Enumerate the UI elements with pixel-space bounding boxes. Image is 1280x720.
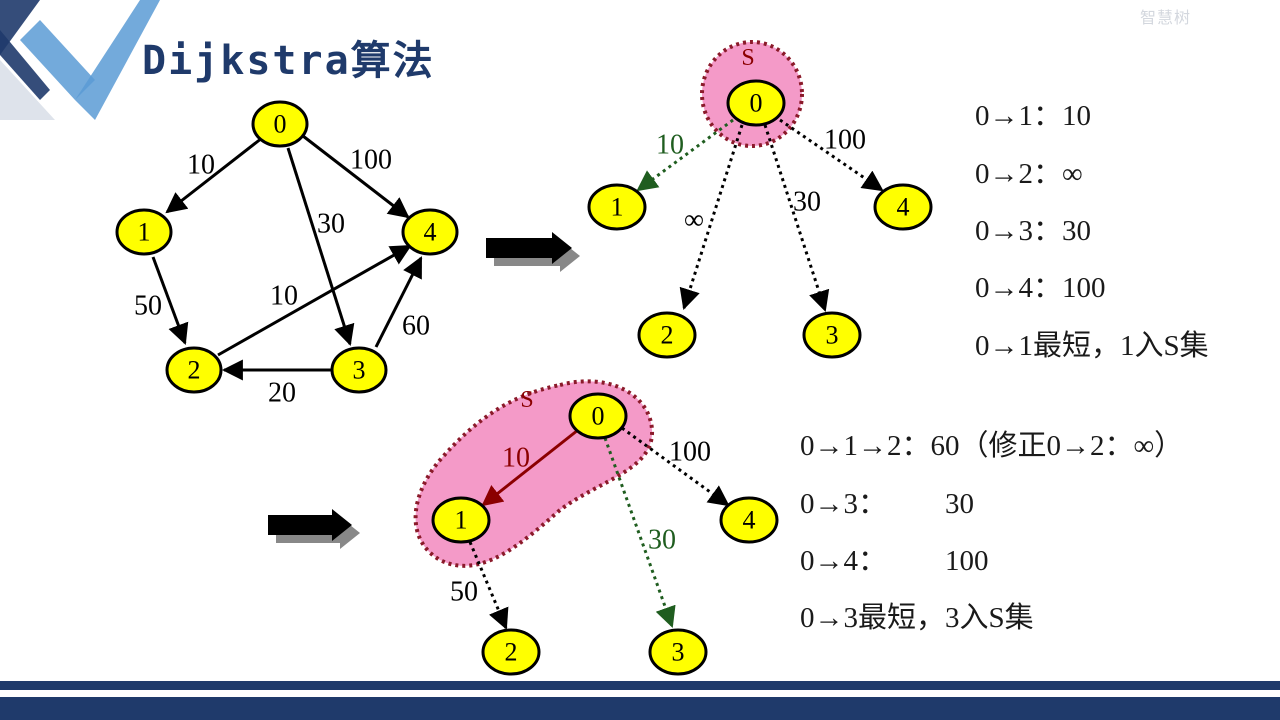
step1-node-2: 2 [637, 311, 697, 359]
step2-node-3: 3 [648, 628, 708, 676]
edge-label-0-1: 10 [187, 150, 215, 181]
svg-text:2: 2 [505, 638, 518, 667]
edge-1-2 [151, 256, 189, 345]
edge-label-2-4: 10 [270, 281, 298, 312]
svg-text:3: 3 [672, 638, 685, 667]
svg-text:4: 4 [743, 506, 756, 535]
step1-node-1: 1 [587, 183, 647, 231]
step2-line: 0→1→2：60（修正0→2：∞） [800, 430, 1184, 462]
step1-node-4: 4 [873, 183, 933, 231]
edge-label-s1-0-2: ∞ [684, 205, 704, 236]
edge-label-s1-0-1: 10 [656, 130, 684, 161]
svg-text:3: 3 [353, 356, 366, 385]
edge-label-0-3: 30 [317, 209, 345, 240]
original-graph: 10 30 100 50 10 20 60 0 1 4 2 3 [115, 100, 459, 409]
step2-node-2: 2 [481, 628, 541, 676]
step1-line: 0→2：∞ [975, 158, 1083, 190]
set-s-label: S [741, 45, 754, 71]
svg-text:2: 2 [661, 321, 674, 350]
edge-label-1-2: 50 [134, 291, 162, 322]
edge-s2-1-2 [468, 541, 509, 630]
step1-node-3: 3 [802, 311, 862, 359]
edge-label-s1-0-3: 30 [793, 187, 821, 218]
edge-label-s2-0-3: 30 [648, 525, 676, 556]
step1-node-0: 0 [726, 79, 786, 127]
edge-label-s1-0-4: 100 [824, 125, 866, 156]
svg-text:4: 4 [897, 193, 910, 222]
step1-line: 0→1：10 [975, 100, 1092, 132]
edge-label-s2-0-1: 10 [502, 443, 530, 474]
edge-label-s2-1-2: 50 [450, 577, 478, 608]
svg-text:3: 3 [826, 321, 839, 350]
svg-text:2: 2 [188, 356, 201, 385]
edge-s2-0-1 [481, 428, 579, 507]
svg-text:0: 0 [592, 402, 605, 431]
edge-label-0-4: 100 [350, 145, 392, 176]
edge-label-3-4: 60 [402, 311, 430, 342]
corner-logo [0, 0, 160, 120]
set-s-label-step2: S [520, 387, 533, 413]
node-3: 3 [330, 346, 388, 394]
svg-text:0: 0 [750, 89, 763, 118]
footer-stripe [0, 681, 1280, 690]
edge-s2-0-3 [603, 437, 676, 628]
svg-text:1: 1 [138, 218, 151, 247]
svg-text:1: 1 [611, 193, 624, 222]
svg-text:1: 1 [455, 506, 468, 535]
edge-label-3-2: 20 [268, 378, 296, 409]
arrow-to-step2 [268, 509, 360, 549]
arrow-to-step1 [486, 232, 580, 272]
step2-node-1: 1 [431, 496, 491, 544]
node-4: 4 [401, 208, 459, 256]
edge-3-4 [374, 256, 423, 348]
step2-node-0: 0 [568, 392, 628, 440]
footer-bar [0, 697, 1280, 720]
step1-graph: S 10 ∞ 30 100 0 1 4 2 3 [587, 40, 933, 359]
step1-line: 0→4：100 [975, 272, 1106, 304]
step1-line: 0→3：30 [975, 215, 1092, 247]
node-0: 0 [251, 100, 309, 148]
edge-s1-0-1 [636, 118, 734, 192]
node-1: 1 [115, 208, 173, 256]
edge-0-3 [286, 147, 355, 347]
step2-conclusion: 0→3最短，3入S集 [800, 602, 1034, 634]
step2-line: 0→3： 30 [800, 488, 975, 520]
step2-graph: S 10 100 30 50 0 1 4 2 3 [413, 379, 779, 676]
step2-node-4: 4 [719, 496, 779, 544]
edge-0-1 [165, 136, 263, 214]
edge-2-4 [217, 244, 412, 357]
edge-s1-0-3 [763, 124, 830, 312]
svg-text:4: 4 [424, 218, 437, 247]
node-2: 2 [165, 346, 223, 394]
svg-text:0: 0 [274, 110, 287, 139]
page-title: Dijkstra算法 [142, 38, 435, 84]
watermark-logo: 智慧树 [1140, 10, 1192, 27]
edge-0-4 [302, 134, 410, 219]
edge-label-s2-0-4: 100 [669, 437, 711, 468]
step1-conclusion: 0→1最短，1入S集 [975, 330, 1209, 362]
step2-line: 0→4： 100 [800, 545, 989, 577]
edge-s2-0-4 [621, 426, 730, 507]
